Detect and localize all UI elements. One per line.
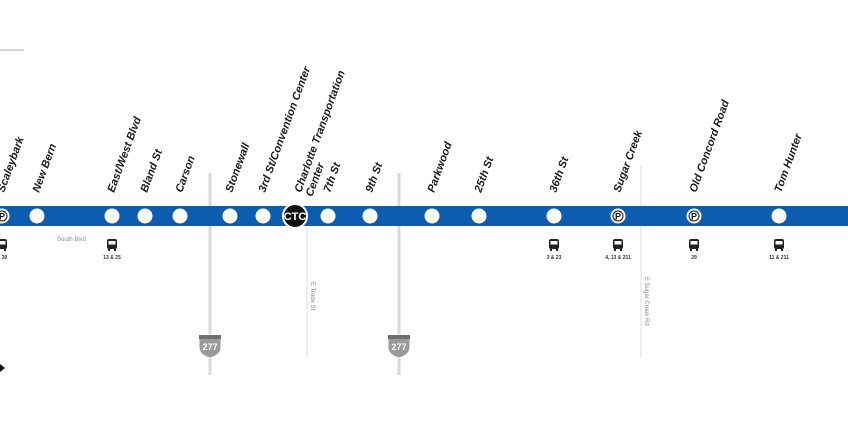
bus-icon	[774, 239, 784, 251]
station-label-tom-hunter: Tom Hunter	[773, 132, 805, 194]
station-label-carson: Carson	[174, 154, 198, 194]
bus-connection[interactable]: 4, 13 & 211	[605, 239, 631, 261]
park-ride-symbol: P	[615, 212, 621, 222]
park-ride-icon	[0, 210, 8, 222]
park-ride-symbol: P	[0, 212, 5, 222]
station-marker-25th-st[interactable]	[471, 208, 487, 224]
station-marker-new-bern[interactable]	[29, 208, 45, 224]
bus-icon	[107, 239, 117, 251]
station-label-old-concord-road: Old Concord Road	[688, 98, 733, 194]
arrow-left-icon	[0, 364, 5, 372]
station-marker-old-concord-road[interactable]: P	[686, 208, 702, 224]
hub-label: CTC	[284, 211, 307, 223]
bus-connection[interactable]: 29	[689, 239, 699, 261]
station-label-parkwood: Parkwood	[426, 140, 455, 194]
station-marker-9th-st[interactable]	[362, 208, 378, 224]
bus-icon	[613, 239, 623, 251]
bus-routes-label: 4, 13 & 211	[605, 255, 631, 261]
interstate-number: 277	[391, 342, 406, 352]
station-marker-bland-st[interactable]	[137, 208, 153, 224]
station-label-stonewall: Stonewall	[224, 141, 253, 194]
station-marker-parkwood[interactable]	[424, 208, 440, 224]
station-marker-3rd-st-convention-center[interactable]	[255, 208, 271, 224]
station-marker-scaleybark[interactable]: P	[0, 208, 10, 224]
bus-routes-label: & 30	[0, 255, 7, 261]
station-label-new-bern: New Bern	[31, 142, 60, 194]
bus-routes-label: 3 & 23	[547, 255, 562, 261]
station-marker-36th-st[interactable]	[546, 208, 562, 224]
road-label-e-trade-st: E Trade St	[309, 282, 315, 311]
station-marker-sugar-creek[interactable]: P	[610, 208, 626, 224]
bus-connection[interactable]: & 30	[0, 239, 7, 261]
station-marker-7th-st[interactable]	[320, 208, 336, 224]
bus-icon	[689, 239, 699, 251]
interstate-shield-icon: 277	[198, 334, 222, 359]
road-label-e-sugar-creek-rd: E Sugar Creek Rd	[643, 277, 649, 326]
station-label-east-west-blvd: East/West Blvd	[106, 115, 144, 194]
blue-line-track	[0, 206, 848, 226]
bus-connection[interactable]: 3 & 23	[547, 239, 562, 261]
park-ride-icon	[612, 210, 624, 222]
station-label-9th-st: 9th St	[364, 160, 386, 194]
station-label-sugar-creek: Sugar Creek	[612, 128, 646, 194]
station-label-bland-st: Bland St	[139, 147, 166, 194]
bus-routes-label: 13 & 25	[103, 255, 121, 261]
station-marker-charlotte-transportation-center[interactable]: CTC	[282, 203, 308, 229]
station-label-25th-st: 25th St	[472, 154, 497, 195]
park-ride-symbol: P	[691, 212, 697, 222]
bus-icon	[0, 239, 7, 251]
bus-icon	[549, 239, 559, 251]
interstate-number: 277	[202, 342, 217, 352]
station-label-scaleybark: Scaleybark	[0, 134, 27, 194]
station-marker-tom-hunter[interactable]	[771, 208, 787, 224]
bus-routes-label: 29	[691, 255, 697, 261]
station-marker-east-west-blvd[interactable]	[104, 208, 120, 224]
station-label-36th-st: 36th St	[548, 154, 572, 194]
bus-connection[interactable]: 13 & 25	[103, 239, 121, 261]
bus-connection[interactable]: 11 & 211	[769, 239, 789, 261]
bus-routes-label: 11 & 211	[769, 255, 789, 261]
station-marker-stonewall[interactable]	[222, 208, 238, 224]
cross-roads	[208, 166, 642, 375]
interstate-shield-icon: 277	[387, 334, 411, 359]
station-marker-carson[interactable]	[172, 208, 188, 224]
park-ride-icon	[688, 210, 700, 222]
road-label-south-blvd: South Blvd	[57, 237, 86, 243]
